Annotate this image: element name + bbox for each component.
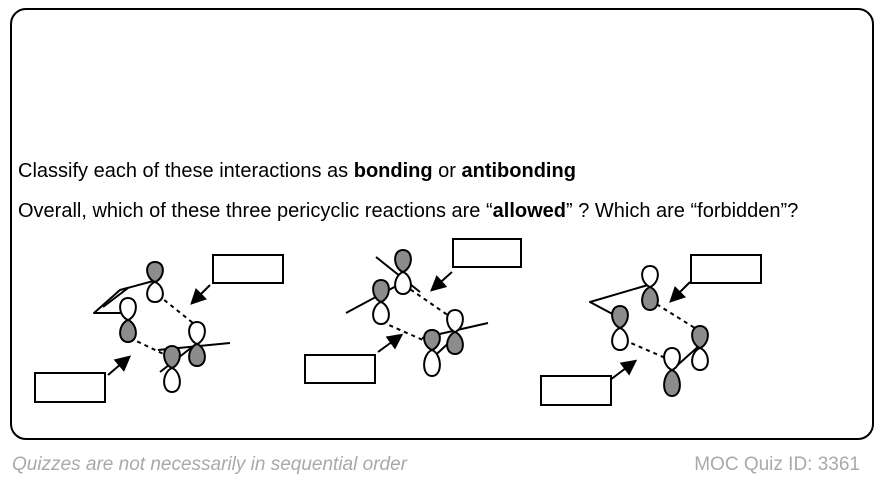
question-text: Classify each of these interactions as [18,160,354,182]
p-orbital [119,297,137,343]
question-line-1: Classify each of these interactions as b… [18,160,576,183]
p-orbital [423,329,441,377]
interaction-dashed-line [157,294,199,328]
interaction-dashed-line [623,339,671,361]
quiz-id: MOC Quiz ID: 3361 [694,454,860,475]
allowed-term: allowed [492,200,566,222]
arrow-icon [430,271,453,292]
carbon-skeleton [93,279,158,314]
answer-box-2b[interactable] [304,354,376,384]
answer-box-3b[interactable] [540,375,612,406]
question-text: Overall, which of these three pericyclic… [18,200,493,222]
p-orbital [611,305,629,351]
p-orbital [188,321,206,367]
antibonding-term: antibonding [461,160,576,182]
p-orbital [446,309,464,355]
p-orbital [163,345,181,393]
interaction-dashed-line [381,321,433,345]
arrow-icon [107,355,132,376]
quiz-card [10,8,874,440]
reaction-diagram-2 [345,249,489,377]
p-orbital [663,347,681,397]
p-orbital [691,325,709,371]
interaction-dashed-line [403,284,453,319]
answer-box-1a[interactable] [212,254,284,284]
double-bond-line [102,287,129,308]
reaction-diagram-1 [93,261,231,393]
p-orbital [641,265,659,311]
footer-note: Quizzes are not necessarily in sequentia… [12,454,407,475]
p-orbital [372,279,390,325]
question-text: or [432,160,462,182]
p-orbital [394,249,412,295]
answer-box-1b[interactable] [34,372,106,403]
arrow-icon [669,281,691,303]
question-line-2: Overall, which of these three pericyclic… [18,200,798,223]
carbon-skeleton [589,284,649,319]
answer-box-2a[interactable] [452,238,522,268]
carbon-skeleton [345,283,401,314]
p-orbital [146,261,164,303]
reaction-diagram-3 [589,265,709,397]
arrow-icon [609,359,638,381]
bonding-term: bonding [353,160,433,182]
answer-box-3a[interactable] [690,254,762,284]
arrow-icon [190,284,211,305]
question-text: ” ? Which are “forbidden”? [566,200,799,222]
arrow-icon [377,333,404,353]
